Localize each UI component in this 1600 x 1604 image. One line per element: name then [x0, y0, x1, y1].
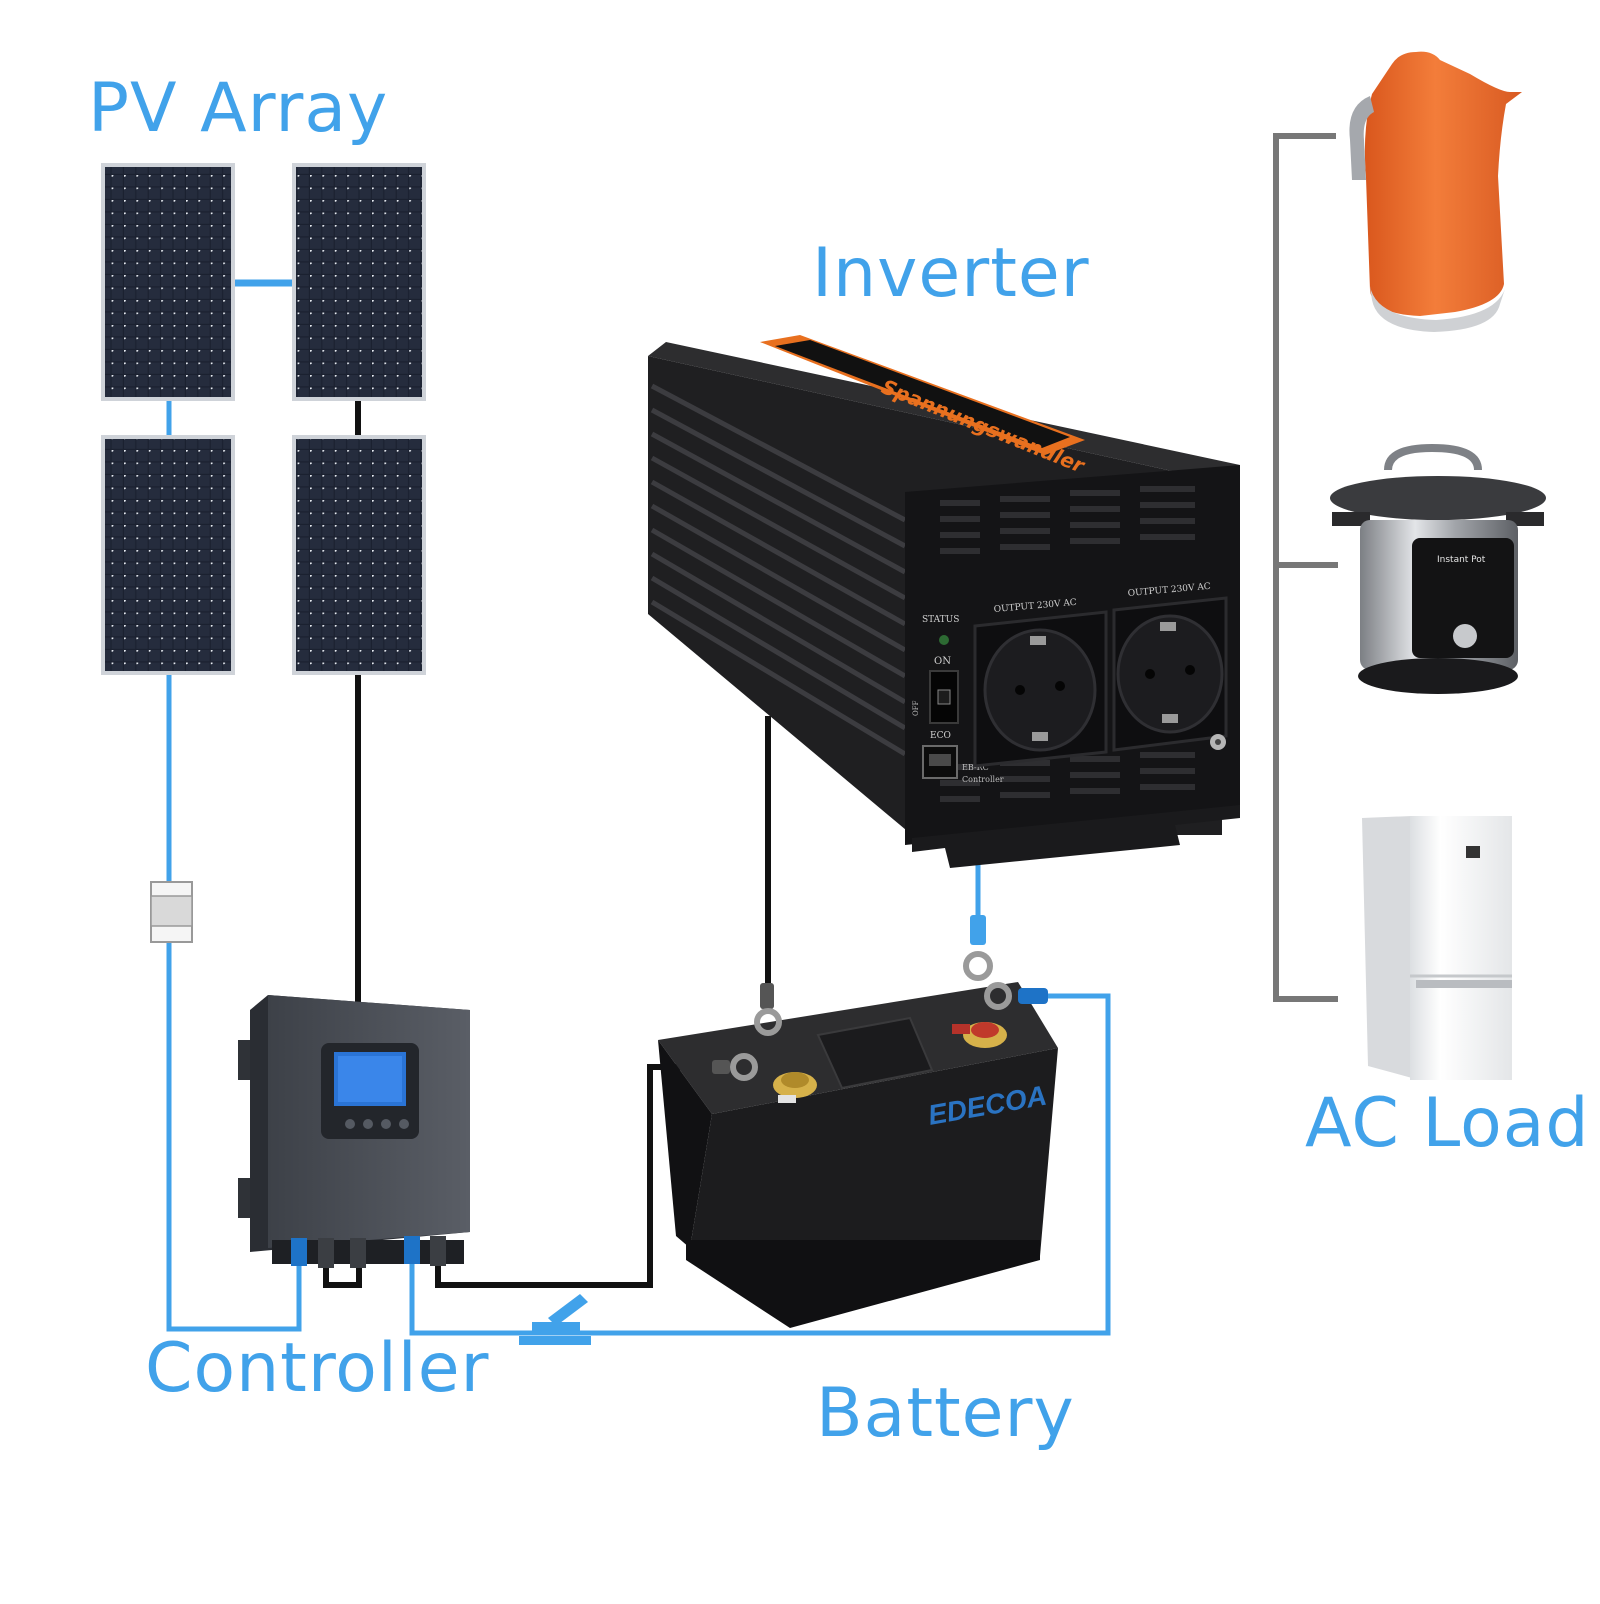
solar-panel-bottom-left	[101, 435, 235, 675]
solar-panel-top-right	[292, 163, 426, 401]
inline-fuse	[150, 881, 193, 943]
battery-positive-terminal	[952, 1022, 1007, 1048]
refrigerator-load	[1362, 816, 1512, 1080]
inverter-unit: Spannungswandler STATUS ON OFF ECO EB-RC…	[648, 335, 1240, 868]
label-ac-load: AC Load	[1305, 1084, 1590, 1163]
controller-button-menu[interactable]	[345, 1119, 355, 1129]
solar-panel-top-left	[101, 163, 235, 401]
controller-button-down[interactable]	[381, 1119, 391, 1129]
controller-button-up[interactable]	[363, 1119, 373, 1129]
pv-array	[101, 163, 426, 675]
pressure-cooker-load: Instant Pot	[1330, 443, 1546, 694]
label-battery: Battery	[816, 1374, 1075, 1453]
inverter-feet	[912, 805, 1240, 868]
inverter-off-label: OFF	[912, 700, 920, 716]
inverter-heatsink-fins	[650, 383, 907, 757]
kettle-load	[1349, 51, 1522, 332]
inverter-eco-label: ECO	[930, 731, 951, 741]
status-led	[939, 635, 949, 645]
remote-port-label-2: Controller	[962, 775, 1004, 784]
ac-outlet-right[interactable]	[1112, 596, 1228, 752]
controller-pv-negative-terminal	[318, 1238, 334, 1268]
solar-panel-bottom-right	[292, 435, 426, 675]
wiring	[166, 133, 1338, 1336]
label-controller: Controller	[145, 1329, 490, 1408]
controller-jumper-wire	[323, 1262, 362, 1288]
pv-positive-wire	[166, 672, 302, 1332]
inverter-front-vents	[940, 486, 1195, 802]
battery-unit: EDECOA	[658, 982, 1058, 1328]
fridge-display	[1466, 846, 1480, 858]
battery-negative-terminal	[773, 1072, 817, 1103]
inverter-status-label: STATUS	[922, 615, 959, 625]
inverter-on-label: ON	[934, 656, 951, 667]
cooker-dial	[1453, 624, 1477, 648]
remote-port-label-1: EB-RC	[962, 763, 989, 772]
ground-terminal	[1210, 734, 1226, 750]
controller-battery-positive-terminal	[404, 1236, 420, 1264]
battery-disconnect-switch	[519, 1294, 591, 1345]
label-inverter: Inverter	[812, 234, 1090, 313]
inverter-positive-lug	[963, 915, 993, 981]
cooker-brand-label: Instant Pot	[1437, 555, 1486, 565]
label-pv-array: PV Array	[88, 69, 389, 148]
controller-battery-negative-terminal	[430, 1236, 446, 1266]
charge-controller	[238, 995, 470, 1268]
controller-pv-positive-terminal	[291, 1238, 307, 1266]
battery-lugs	[712, 982, 1048, 1081]
battery-positive-wire	[409, 993, 1111, 1336]
controller-button-enter[interactable]	[399, 1119, 409, 1129]
remote-port[interactable]	[922, 745, 958, 779]
ac-outlet-left[interactable]	[973, 610, 1108, 768]
